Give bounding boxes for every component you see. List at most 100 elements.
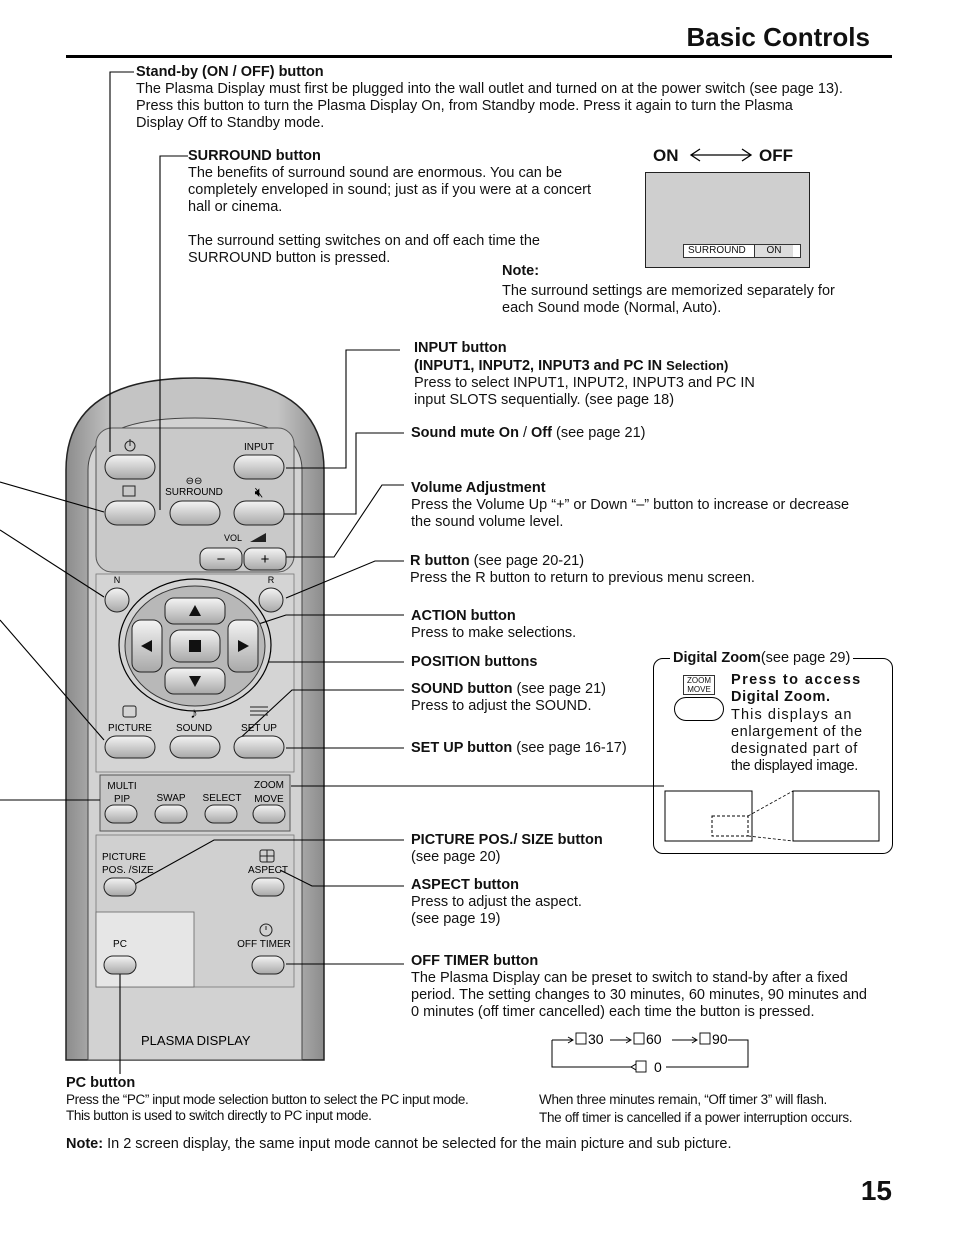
- zoom-move-icon: ZOOM MOVE: [683, 675, 715, 695]
- remote-off-timer-label: OFF TIMER: [237, 939, 291, 950]
- surround-line: The benefits of surround sound are enorm…: [188, 165, 563, 181]
- input-line: Press to select INPUT1, INPUT2, INPUT3 a…: [414, 375, 755, 391]
- off-timer-section: OFF TIMER button The Plasma Display can …: [411, 953, 901, 1021]
- move-icon-label: MOVE: [687, 685, 711, 694]
- remote-pc-panel: [95, 911, 195, 988]
- pc-section: PC button Press the “PC” input mode sele…: [66, 1075, 536, 1124]
- toggle-on-label: ON: [653, 146, 679, 165]
- dz-line: This displays an: [731, 707, 853, 723]
- volume-line: Press the Volume Up “+” or Down “–” butt…: [411, 497, 850, 513]
- surround-section: SURROUND button The benefits of surround…: [188, 148, 608, 267]
- plus-icon: +: [261, 551, 270, 568]
- picture-pos-line: (see page 20): [411, 849, 501, 865]
- input-heading: INPUT button: [414, 340, 507, 356]
- title-rule: [66, 55, 892, 58]
- off-timer-button[interactable]: [251, 955, 285, 975]
- minus-icon: −: [217, 551, 226, 568]
- multi-pip-button[interactable]: [104, 804, 138, 824]
- remote-zoom-label: ZOOM: [254, 780, 284, 791]
- input-subheading: (INPUT1, INPUT2, INPUT3 and PC IN: [414, 358, 667, 374]
- down-arrow-icon: [189, 676, 201, 687]
- sound-button[interactable]: [169, 735, 221, 759]
- remote-aspect-label: ASPECT: [248, 865, 288, 876]
- remote-vol-label: VOL: [224, 533, 242, 543]
- input-section: INPUT button (INPUT1, INPUT2, INPUT3 and…: [414, 340, 834, 409]
- swap-button[interactable]: [154, 804, 188, 824]
- remote-picture-pos-2: POS. /SIZE: [102, 865, 154, 876]
- r-button[interactable]: [258, 587, 284, 613]
- off-timer-line: period. The setting changes to 30 minute…: [411, 987, 867, 1003]
- off-timer-heading: OFF TIMER button: [411, 953, 539, 969]
- sound-note-icon: ♪: [190, 705, 198, 722]
- surround-icon: ⊖⊖: [186, 476, 203, 487]
- pc-button[interactable]: [103, 955, 137, 975]
- page-number: 15: [860, 1175, 892, 1206]
- volume-up-button[interactable]: [243, 547, 287, 571]
- remote-brand-label: PLASMA DISPLAY: [141, 1033, 251, 1048]
- surround-osd-value: ON: [754, 245, 793, 257]
- sound-heading: SOUND button: [411, 681, 513, 697]
- zoom-move-button-icon: [674, 697, 724, 721]
- standby-section: Stand-by (ON / OFF) button The Plasma Di…: [136, 64, 886, 132]
- dz-bold-line: Digital Zoom.: [731, 689, 831, 705]
- standby-line: Press this button to turn the Plasma Dis…: [136, 98, 793, 114]
- remote-pc-label: PC: [113, 939, 127, 950]
- setup-button[interactable]: [233, 735, 285, 759]
- callout-mute: [282, 432, 404, 515]
- timer-0: 0: [654, 1059, 662, 1075]
- sound-section: SOUND button (see page 21) Press to adju…: [411, 681, 606, 715]
- position-bracket-ring: [118, 578, 272, 712]
- callout-volume: [284, 484, 404, 558]
- position-heading: POSITION buttons: [411, 654, 538, 670]
- volume-down-button[interactable]: [199, 547, 243, 571]
- bottom-note-text: In 2 screen display, the same input mode…: [103, 1136, 732, 1152]
- off-timer-icon: [259, 923, 273, 937]
- r-button-section: R button (see page 20-21) Press the R bu…: [410, 553, 900, 587]
- select-button[interactable]: [204, 804, 238, 824]
- callout-aspect: [279, 869, 404, 887]
- off-timer-note: When three minutes remain, “Off timer 3”…: [539, 1092, 827, 1107]
- remote-picture-label: PICTURE: [108, 723, 152, 734]
- remote-r-label: R: [268, 575, 275, 585]
- action-heading: ACTION button: [411, 608, 516, 624]
- mute-heading: Sound mute On: [411, 425, 519, 441]
- surround-osd-bar: SURROUND ON: [683, 244, 801, 258]
- mute-ref: (see page 21): [551, 425, 646, 441]
- aspect-heading: ASPECT button: [411, 877, 519, 893]
- digital-zoom-diagram: [664, 790, 880, 842]
- left-arrow-icon: [141, 640, 152, 652]
- remote-picture-pos-1: PICTURE: [102, 852, 146, 863]
- mute-icon: 🔇︎: [255, 484, 264, 500]
- setup-icon: [250, 706, 268, 716]
- digital-zoom-heading: Digital Zoom: [673, 650, 761, 666]
- callout-picture-pos: [134, 839, 404, 885]
- surround-osd-screen: SURROUND ON: [645, 172, 810, 268]
- digital-zoom-ref: (see page 29): [760, 650, 851, 666]
- picture-pos-heading: PICTURE POS./ SIZE button: [411, 832, 603, 848]
- callout-left-3: [0, 619, 105, 741]
- remote-setup-label: SET UP: [241, 723, 277, 734]
- setup-heading: SET UP button: [411, 740, 513, 756]
- display-button[interactable]: [104, 500, 156, 526]
- zoom-icon-label: ZOOM: [687, 676, 711, 685]
- toggle-arrow-icon: [689, 148, 753, 162]
- standby-button[interactable]: [104, 454, 156, 480]
- picture-pos-button[interactable]: [103, 877, 137, 897]
- zoom-move-button[interactable]: [252, 804, 286, 824]
- volume-line: the sound volume level.: [411, 514, 564, 530]
- digital-zoom-desc: Press to access Digital Zoom. This displ…: [731, 672, 869, 775]
- callout-left-2: [0, 529, 105, 598]
- standby-heading: Stand-by (ON / OFF) button: [136, 64, 324, 80]
- standby-line: The Plasma Display must first be plugged…: [136, 81, 843, 97]
- picture-button[interactable]: [104, 735, 156, 759]
- surround-line: hall or cinema.: [188, 199, 283, 215]
- input-button[interactable]: [233, 454, 285, 480]
- action-section: ACTION button Press to make selections.: [411, 608, 576, 642]
- surround-button[interactable]: [169, 500, 221, 526]
- aspect-button[interactable]: [251, 877, 285, 897]
- r-ref: (see page 20-21): [469, 553, 585, 569]
- callout-left-1: [0, 481, 105, 513]
- mute-button[interactable]: [233, 500, 285, 526]
- volume-section: Volume Adjustment Press the Volume Up “+…: [411, 480, 901, 531]
- n-button[interactable]: [104, 587, 130, 613]
